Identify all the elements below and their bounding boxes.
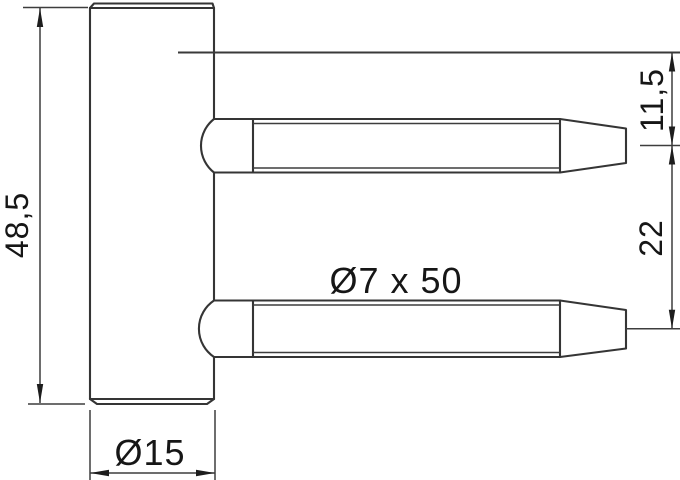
- top-pin-cap: [200, 117, 255, 174]
- dimension-body-height: 48,5: [0, 6, 88, 405]
- top-pin-shaft: [251, 117, 562, 174]
- bottom-pin-shaft-inner-lines: [253, 304, 560, 354]
- dimension-pin-spacing: 22: [633, 145, 676, 329]
- spacing-arrow-down: [668, 309, 676, 329]
- height-arrow-down: [36, 384, 44, 403]
- body-top-rim: [88, 2, 216, 10]
- bottom-pin: [197, 299, 628, 359]
- body-bottom-rim: [88, 397, 216, 406]
- pin-spacing-label: 22: [633, 219, 669, 257]
- offset-arrow-down: [668, 126, 676, 146]
- top-pin-offset-label: 11,5: [634, 68, 670, 132]
- top-pin: [200, 117, 628, 174]
- bottom-pin-shaft: [251, 299, 562, 359]
- spacing-arrow-up: [668, 145, 676, 165]
- top-pin-taper: [558, 117, 628, 174]
- body-height-label: 48,5: [0, 192, 35, 258]
- top-pin-shaft-inner-lines: [253, 122, 560, 169]
- hinge-body: [88, 2, 216, 406]
- body-diameter-label: Ø15: [114, 432, 185, 473]
- dimension-top-pin-offset: 11,5: [634, 52, 676, 146]
- diameter-arrow-right: [196, 469, 215, 477]
- diameter-arrow-left: [90, 469, 109, 477]
- offset-arrow-up: [668, 52, 676, 72]
- bottom-pin-cap: [197, 299, 255, 359]
- dimension-body-diameter: Ø15: [89, 410, 216, 480]
- height-arrow-up: [36, 8, 44, 27]
- pin-dimensions-label: Ø7 x 50: [329, 260, 462, 301]
